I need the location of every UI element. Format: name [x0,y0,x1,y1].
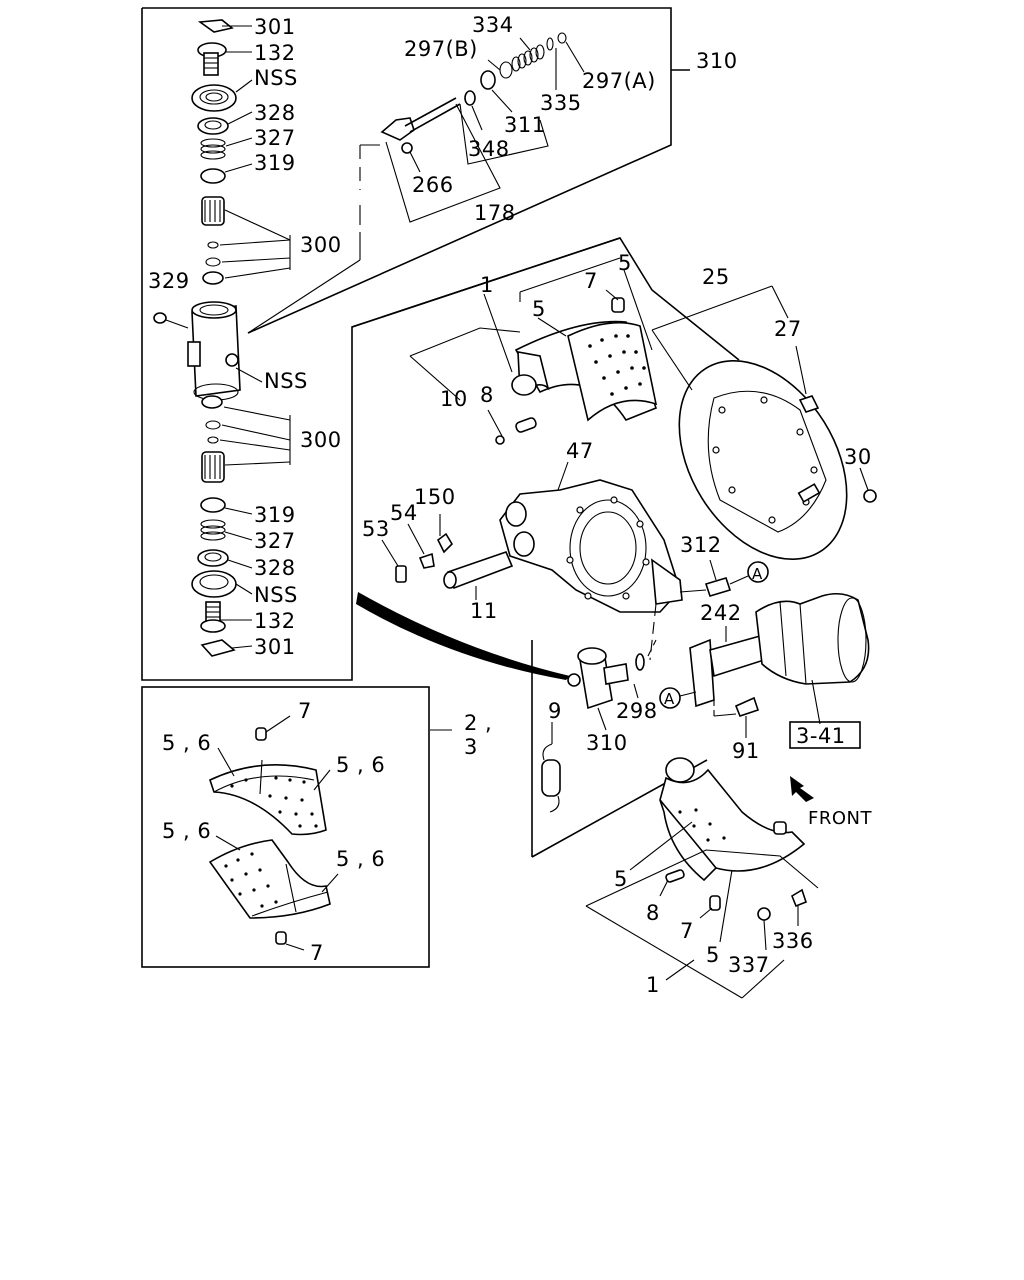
label-310-bottom: 310 [586,731,628,755]
label-2-3-line1: 2 , [464,711,492,735]
label-9: 9 [548,699,562,723]
label-348: 348 [468,137,510,161]
label-7-upper: 7 [584,269,598,293]
label-1-lower: 1 [646,973,660,997]
label-30: 30 [844,445,872,469]
label-5-6-c: 5 , 6 [162,819,211,843]
label-ref-a-lower: A [664,690,675,708]
label-311: 311 [504,113,546,137]
label-10: 10 [440,387,468,411]
swoosh-arrow [356,592,570,680]
label-328-bottom: 328 [254,556,296,580]
label-11: 11 [470,599,498,623]
label-300-top: 300 [300,233,342,257]
label-132-top: 132 [254,41,296,65]
label-327-bottom: 327 [254,529,296,553]
label-178: 178 [474,201,516,225]
label-ref-a-upper: A [752,565,763,583]
dust-shield [651,285,877,561]
label-3-41: 3-41 [796,724,846,748]
label-47: 47 [566,439,594,463]
label-53: 53 [362,517,390,541]
upper-brake-shoe [409,257,658,445]
label-5-6-d: 5 , 6 [336,847,385,871]
label-300-bottom: 300 [300,428,342,452]
label-7-lining-top: 7 [298,699,312,723]
label-91: 91 [732,739,760,763]
label-298: 298 [616,699,658,723]
label-27: 27 [774,317,802,341]
label-312: 312 [680,533,722,557]
label-297a: 297(A) [582,69,656,93]
lining-group [208,715,452,951]
label-334: 334 [472,13,514,37]
slack-adjuster [541,639,657,813]
label-301-bottom: 301 [254,635,296,659]
brake-chamber [659,592,870,749]
label-328-top: 328 [254,101,296,125]
camshaft-group [380,32,585,223]
label-nss-3: NSS [254,583,298,607]
label-319-bottom: 319 [254,503,296,527]
label-5-6-a: 5 , 6 [162,731,211,755]
label-nss-1: NSS [254,66,298,90]
label-310-top: 310 [696,49,738,73]
label-335: 335 [540,91,582,115]
label-5-6-b: 5 , 6 [336,753,385,777]
label-5-upper-right: 5 [618,251,632,275]
label-329: 329 [148,269,190,293]
label-336: 336 [772,929,814,953]
label-8-lower: 8 [646,901,660,925]
label-nss-2: NSS [264,369,308,393]
label-54: 54 [390,501,418,525]
part-labels: 301 132 NSS 328 327 319 300 329 NSS 300 … [148,13,872,997]
label-5-lower-left: 5 [614,867,628,891]
front-arrow [790,776,814,802]
label-150: 150 [414,485,456,509]
lower-brake-shoe [585,757,819,999]
label-25: 25 [702,265,730,289]
label-327-top: 327 [254,126,296,150]
label-301-top: 301 [254,15,296,39]
label-5-lower-right: 5 [706,943,720,967]
label-2-3-line2: 3 [464,735,478,759]
label-1-upper: 1 [480,273,494,297]
label-297b: 297(B) [404,37,478,61]
label-7-lining-bottom: 7 [310,941,324,965]
label-337: 337 [728,953,770,977]
label-5-upper-mid: 5 [532,297,546,321]
label-7-lower: 7 [680,919,694,943]
left-exploded-column [153,19,380,657]
label-242: 242 [700,601,742,625]
spider-bracket [381,461,769,661]
label-266: 266 [412,173,454,197]
label-132-bottom: 132 [254,609,296,633]
label-319-top: 319 [254,151,296,175]
label-8-upper: 8 [480,383,494,407]
label-front: FRONT [808,808,872,829]
